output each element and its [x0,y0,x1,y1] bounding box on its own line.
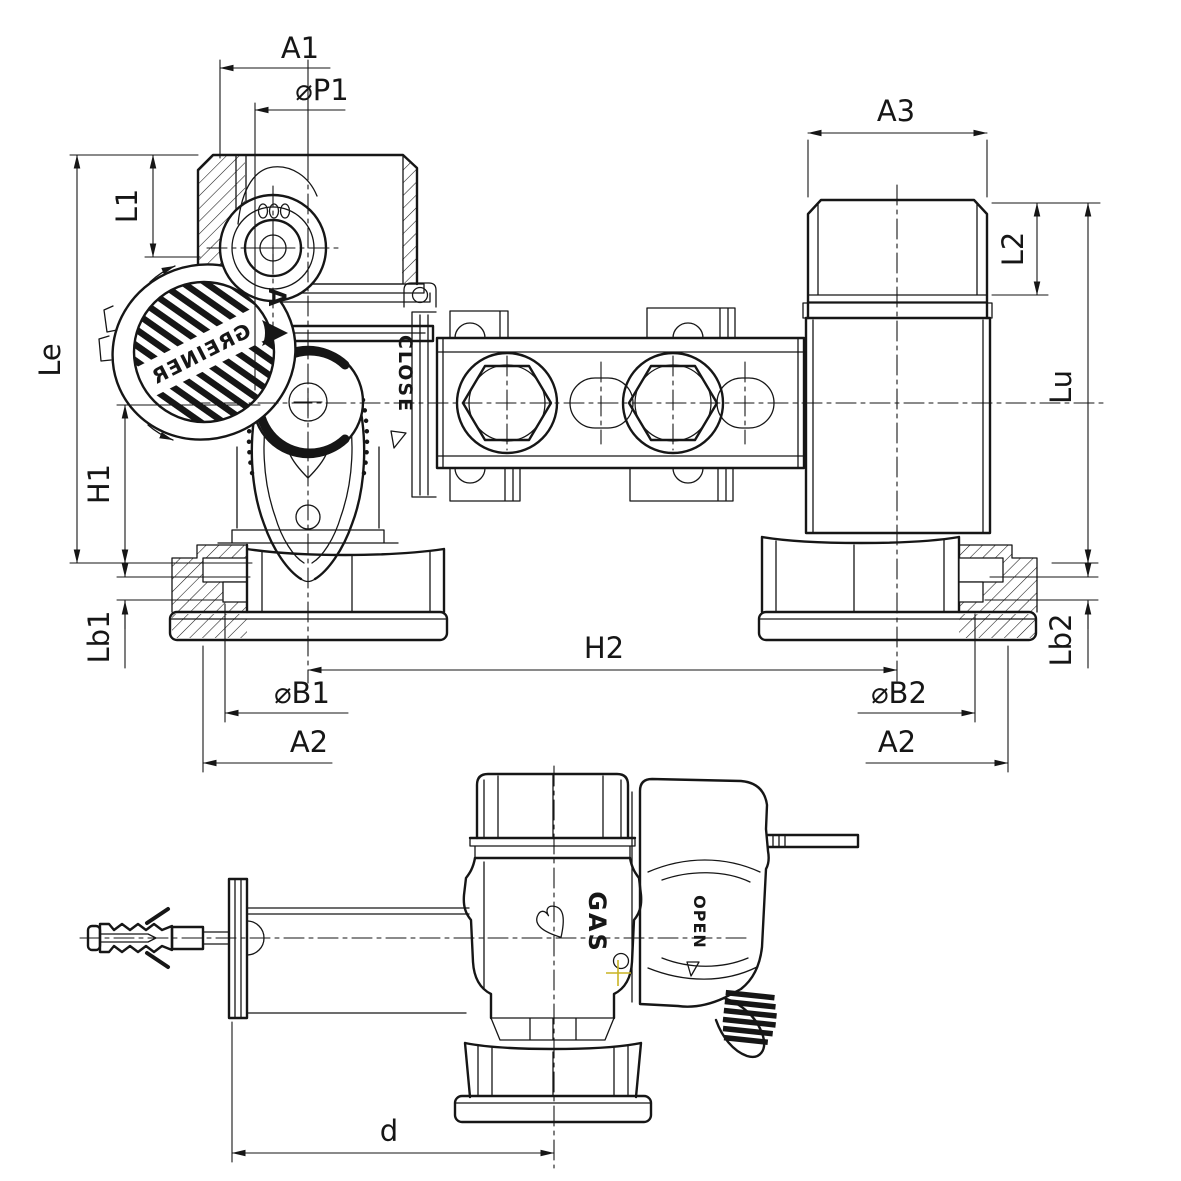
dim-h2-label: H2 [584,631,624,665]
dim-b1-label: ⌀B1 [274,676,330,710]
dim-lb1-label: Lb1 [82,610,116,663]
pointer-icon [262,320,288,346]
dim-h1-label: H1 [82,464,116,504]
dim-b2-label: ⌀B2 [871,676,927,710]
wall-plug [86,907,230,969]
heart-logo-side [536,905,564,938]
open-label: OPEN [690,895,709,949]
valve-side-body: GAS [453,772,653,1124]
dim-a2-left-label: A2 [290,725,328,759]
right-bottom-nut [757,535,1038,642]
dim-lb2-label: Lb2 [1044,613,1078,666]
dim-d-label: d [380,1114,398,1148]
left-bottom-nut [168,529,449,642]
dim-le-label: Le [33,343,67,377]
rotate-arrow-icon [149,265,176,283]
close-label: CLOSE [394,335,416,413]
dim-a1-label: A1 [281,31,319,65]
knob-side: OPEN [631,777,860,1059]
manifold [189,307,1106,502]
port-a-label: A [263,288,291,309]
close-arrow-icon [390,430,407,449]
dim-p1-label: ⌀P1 [295,73,348,107]
top-port [206,166,342,331]
mounting-bracket [227,877,470,1020]
control-knob: GREINER [98,263,297,441]
rotate-arrow-icon [147,424,174,441]
dim-l1-label: L1 [110,189,144,224]
dim-lu-label: Lu [1044,370,1078,404]
dim-a2-right-label: A2 [878,725,916,759]
dim-l2-label: L2 [996,232,1030,267]
side-view: GAS OPEN [79,765,860,1169]
dim-a3-label: A3 [877,94,915,128]
open-arrow-icon [686,961,700,977]
gas-label: GAS [583,891,611,953]
center-mark-icon [606,960,631,986]
left-valve: CLOSE GREINER [98,153,449,642]
front-view: CLOSE GREINER [98,153,1106,642]
right-valve [757,198,1038,642]
dimension-annotations: A1 ⌀P1 A3 L1 Le H1 Lb1 H2 ⌀B1 A2 ⌀B2 A2 … [33,31,1101,1163]
thumb-grip-ridges [722,989,777,1045]
